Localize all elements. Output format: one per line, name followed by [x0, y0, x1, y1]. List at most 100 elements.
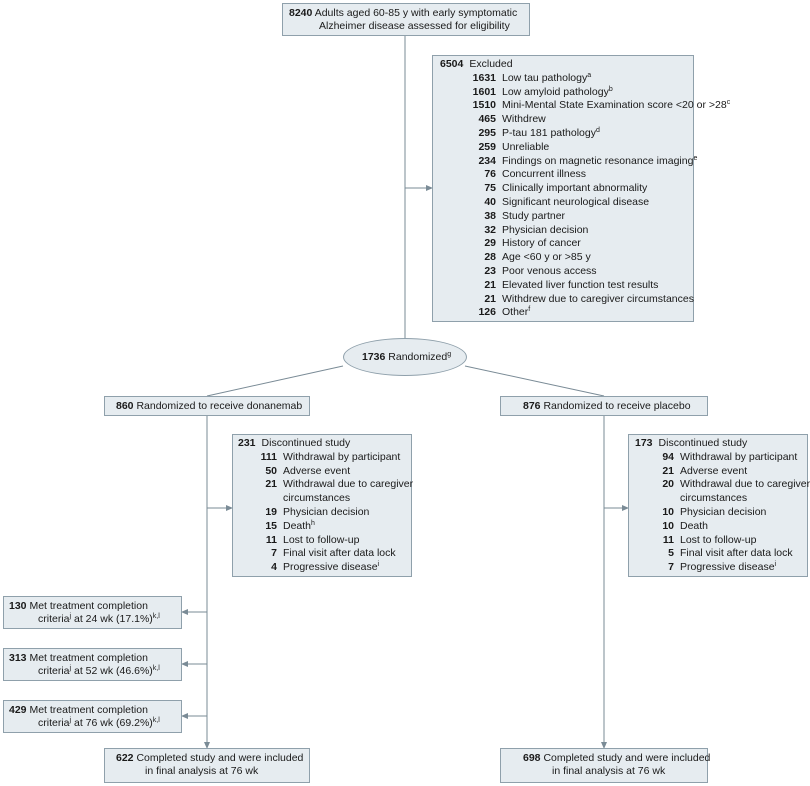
completion-line1: 313 Met treatment completion	[9, 652, 181, 665]
excluded-reason-text: Other	[502, 306, 529, 319]
excluded-reason-count: 21	[484, 278, 496, 291]
placebo-discontinued-reason-label: Adverse event	[674, 465, 747, 479]
completion-count: 313	[9, 652, 27, 664]
excluded-reason-label: Concurrent illness	[496, 168, 586, 182]
placebo-discontinued-reason-count: 10	[662, 505, 674, 518]
completion-text1: Met treatment completion	[29, 704, 148, 716]
placebo-discontinued-reason-label: Lost to follow-up	[674, 534, 756, 548]
donanemab-discontinued-reason-label: Withdrawal due to caregiver	[277, 478, 413, 492]
donanemab-discontinued-reason-count: 4	[271, 561, 277, 574]
excluded-reason-text: Withdrew due to caregiver circumstances	[502, 292, 694, 305]
placebo-discontinued-reason-label: Death	[674, 520, 708, 534]
placebo-discontinued-reason-label: Progressive diseasei	[674, 561, 776, 575]
excluded-reason-label: P-tau 181 pathologyd	[496, 127, 600, 141]
excluded-reason-text: Low amyloid pathology	[502, 85, 609, 98]
placebo-discontinued-label: Discontinued study	[658, 437, 748, 449]
excluded-count: 6504	[440, 58, 464, 70]
donanemab-discontinued-reason-label: Final visit after data lock	[277, 547, 396, 561]
completion-text2a: criteria	[38, 664, 70, 677]
excluded-reason-label: Clinically important abnormality	[496, 182, 647, 196]
completion-footnote-kl: k,l	[152, 664, 160, 672]
completion-text2a: criteria	[38, 716, 70, 729]
excluded-reason-label: Poor venous access	[496, 265, 597, 279]
donanemab-discontinued-count: 231	[238, 437, 256, 449]
excluded-reason-count: 234	[478, 154, 496, 167]
placebo-arm-count: 876	[523, 400, 541, 412]
excluded-header: 6504 Excluded	[440, 58, 693, 72]
excluded-reason-label: History of cancer	[496, 237, 581, 251]
excluded-reason-text: Age <60 y or >85 y	[502, 251, 591, 264]
donanemab-discontinued-reason-count: 19	[265, 505, 277, 518]
excluded-reason-text: Elevated liver function test results	[502, 278, 659, 291]
donanemab-completed-box: 622 Completed study and were included in…	[104, 748, 310, 783]
donanemab-discontinued-reason-label: Deathh	[277, 520, 315, 534]
excluded-reason-text: Clinically important abnormality	[502, 182, 648, 195]
donanemab-discontinued-reason-text: Physician decision	[283, 505, 370, 518]
excluded-reason-text: History of cancer	[502, 237, 581, 250]
completion-footnote-j: j	[69, 664, 72, 672]
assessed-label-line1: Adults aged 60-85 y with early symptomat…	[314, 7, 518, 19]
donanemab-discontinued-reason-text: Lost to follow-up	[283, 533, 360, 546]
completion-text2b: at 52 wk (46.6%)	[71, 664, 153, 677]
excluded-reason-label: Withdrew due to caregiver circumstances	[496, 293, 694, 307]
donanemab-discontinued-reason-text: Withdrawal due to caregiver	[283, 478, 414, 491]
donanemab-completed-line2: in final analysis at 76 wk	[145, 764, 259, 777]
excluded-reason-row: 21 Elevated liver function test results	[470, 279, 693, 293]
completion-line2: criteriaj at 24 wk (17.1%)k,l	[9, 613, 181, 626]
excluded-reason-label: Otherf	[496, 306, 530, 320]
completion-footnote-j: j	[69, 716, 72, 724]
placebo-discontinued-reason-count: 94	[662, 450, 674, 463]
excluded-reason-label: Study partner	[496, 210, 565, 224]
excluded-reason-text: Mini-Mental State Examination score <20 …	[502, 99, 727, 112]
excluded-reason-label: Low tau pathologya	[496, 72, 591, 86]
randomized-footnote: g	[447, 351, 452, 358]
donanemab-discontinued-reason-count: 7	[271, 547, 277, 560]
completion-footnote-kl: k,l	[152, 716, 160, 724]
excluded-reason-text: P-tau 181 pathology	[502, 126, 596, 139]
randomized-ellipse: 1736 Randomizedg	[343, 338, 467, 376]
connector-randomized-donanemab	[206, 365, 344, 397]
placebo-arm-box: 876 Randomized to receive placebo	[500, 396, 708, 416]
donanemab-discontinued-reason-footnote: h	[311, 519, 315, 527]
excluded-reason-text: Poor venous access	[502, 264, 597, 277]
donanemab-discontinued-reason-label: Adverse event	[277, 465, 350, 479]
placebo-discontinued-reason-text: Withdrawal due to caregiver	[680, 478, 810, 491]
completion-line2: criteriaj at 52 wk (46.6%)k,l	[9, 665, 181, 678]
excluded-reason-footnote: d	[596, 126, 600, 134]
excluded-reason-count: 1631	[472, 71, 496, 84]
completion-footnote-j: j	[69, 612, 72, 620]
completion-count: 429	[9, 704, 27, 716]
excluded-reason-count: 29	[484, 237, 496, 250]
excluded-reason-text: Unreliable	[502, 140, 550, 153]
completion-line1: 429 Met treatment completion	[9, 704, 181, 717]
excluded-reason-footnote: f	[528, 306, 531, 314]
excluded-reason-count: 21	[484, 292, 496, 305]
donanemab-discontinued-reason-footnote: i	[377, 561, 380, 569]
assessed-label-line2: Alzheimer disease assessed for eligibili…	[319, 19, 510, 32]
completion-text2b: at 24 wk (17.1%)	[71, 612, 153, 625]
donanemab-discontinued-reason-count: 111	[260, 450, 277, 463]
excluded-reason-text: Physician decision	[502, 223, 589, 236]
